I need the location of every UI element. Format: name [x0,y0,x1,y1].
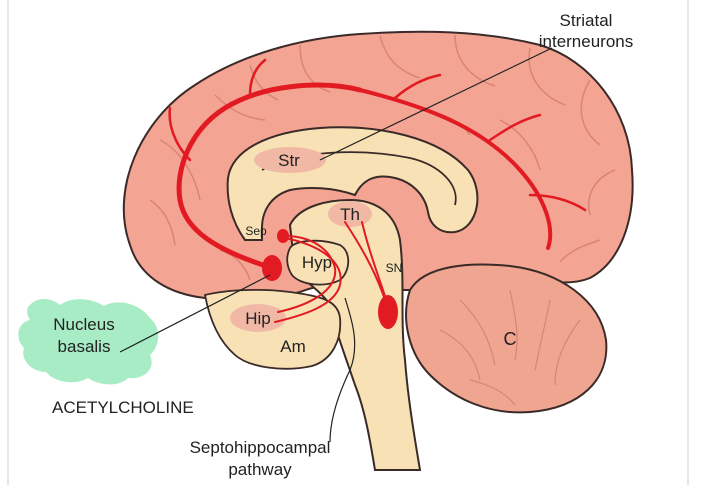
label-c: C [504,329,517,349]
cerebellum [405,263,608,414]
nucleus-basalis-leader [119,274,271,353]
label-striatal-interneurons-2: interneurons [539,32,634,51]
cortical-branch-3 [393,73,442,100]
cortical-arc [358,88,553,250]
label-sn: SN [386,261,403,275]
label-septohippocampal-1: Septohippocampal [190,438,331,457]
label-hip: Hip [245,309,271,328]
thalamus-region [328,201,372,227]
septohippocampal-fibers [277,235,337,313]
hippocampus-region [230,304,286,332]
cortex-gyri [149,34,616,281]
cortical-branch-2 [248,58,267,97]
substantia-nigra-dot [378,295,398,329]
label-am: Am [280,337,306,356]
septohippocampal-leader [329,297,356,443]
septal-nucleus-dot [277,229,289,243]
cortical-branch-5 [528,193,587,212]
cortical-branch-1 [168,106,192,162]
sn-projection [344,221,386,301]
label-th: Th [340,205,360,224]
label-nucleus-basalis-1: Nucleus [53,315,114,334]
striatum-region [254,147,326,173]
septohippocampal-fibers-2 [274,237,342,323]
striatal-interneurons-leader [319,47,553,161]
label-hyp: Hyp [302,253,332,272]
label-acetylcholine: ACETYLCHOLINE [52,398,194,417]
label-nucleus-basalis-2: basalis [58,337,111,356]
label-sep: Sep [245,224,267,238]
label-striatal-interneurons-1: Striatal [560,11,613,30]
nucleus-basalis-highlight [18,298,159,385]
nucleus-basalis-dot [262,255,282,281]
cortical-branch-4 [488,113,542,142]
basalis-cortical-projection [176,82,363,271]
label-str: Str [278,151,300,170]
cholinergic-pathways [168,58,587,323]
label-septohippocampal-2: pathway [228,460,292,479]
